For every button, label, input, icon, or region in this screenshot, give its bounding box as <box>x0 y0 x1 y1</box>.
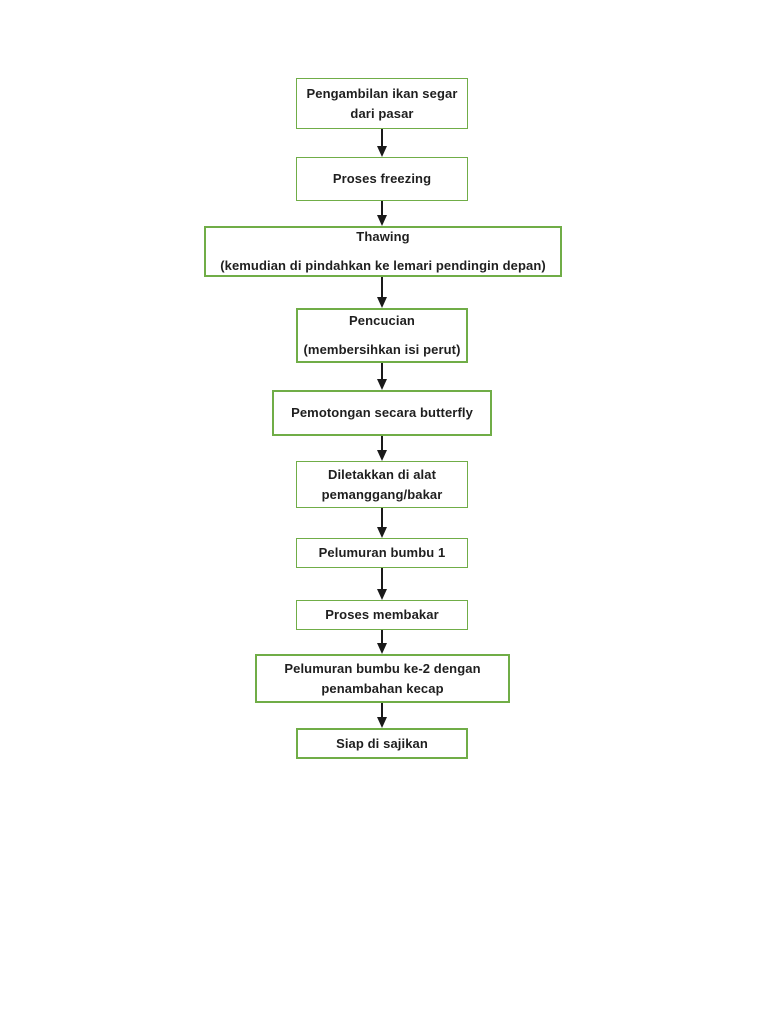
arrow-head-icon <box>376 450 387 461</box>
node-label: pemanggang/bakar <box>321 486 443 502</box>
arrow-shaft <box>380 703 383 717</box>
flow-node-thawing: Thawing (kemudian di pindahkan ke lemari… <box>204 226 562 277</box>
arrow-shaft <box>380 508 383 527</box>
flow-node-pelumuran-bumbu-1: Pelumuran bumbu 1 <box>296 538 468 568</box>
arrow-shaft <box>380 201 383 215</box>
down-arrow-5 <box>376 436 387 461</box>
down-arrow-4 <box>376 363 387 390</box>
flow-node-pelumuran-bumbu-2: Pelumuran bumbu ke-2 dengan penambahan k… <box>255 654 510 703</box>
node-label: Proses membakar <box>325 607 439 622</box>
node-label: Diletakkan di alat <box>327 466 436 482</box>
arrow-head-icon <box>376 589 387 600</box>
node-label: Proses freezing <box>332 171 432 186</box>
down-arrow-6 <box>376 508 387 538</box>
down-arrow-2 <box>376 201 387 226</box>
node-label: Pelumuran bumbu 1 <box>318 545 446 560</box>
flow-node-diletakkan-alat: Diletakkan di alat pemanggang/bakar <box>296 461 468 508</box>
arrow-shaft <box>380 363 383 379</box>
node-label: (membersihkan isi perut) <box>303 342 461 357</box>
arrow-head-icon <box>376 215 387 226</box>
node-label: dari pasar <box>350 105 414 121</box>
flow-node-proses-freezing: Proses freezing <box>296 157 468 201</box>
arrow-head-icon <box>376 527 387 538</box>
node-label: (kemudian di pindahkan ke lemari pending… <box>220 258 546 273</box>
node-label: Pemotongan secara butterfly <box>291 405 473 420</box>
arrow-shaft <box>380 277 383 297</box>
node-label: Pencucian <box>349 313 415 328</box>
flow-node-siap-disajikan: Siap di sajikan <box>296 728 468 759</box>
node-label: Thawing <box>356 229 410 244</box>
down-arrow-8 <box>376 630 387 654</box>
arrow-head-icon <box>376 717 387 728</box>
down-arrow-1 <box>376 129 387 157</box>
flow-node-pengambilan-ikan: Pengambilan ikan segar dari pasar <box>296 78 468 129</box>
arrow-shaft <box>380 630 383 643</box>
node-label: Pelumuran bumbu ke-2 dengan <box>284 660 481 676</box>
arrow-shaft <box>380 568 383 589</box>
down-arrow-3 <box>376 277 387 308</box>
arrow-shaft <box>380 436 383 450</box>
arrow-shaft <box>380 129 383 146</box>
node-label: penambahan kecap <box>321 680 444 696</box>
node-label: Pengambilan ikan segar <box>306 85 458 101</box>
down-arrow-7 <box>376 568 387 600</box>
arrow-head-icon <box>376 146 387 157</box>
flow-node-pencucian: Pencucian (membersihkan isi perut) <box>296 308 468 363</box>
arrow-head-icon <box>376 297 387 308</box>
flow-node-proses-membakar: Proses membakar <box>296 600 468 630</box>
flow-node-pemotongan-butterfly: Pemotongan secara butterfly <box>272 390 492 436</box>
arrow-head-icon <box>376 643 387 654</box>
arrow-head-icon <box>376 379 387 390</box>
node-label: Siap di sajikan <box>336 735 428 751</box>
down-arrow-9 <box>376 703 387 728</box>
